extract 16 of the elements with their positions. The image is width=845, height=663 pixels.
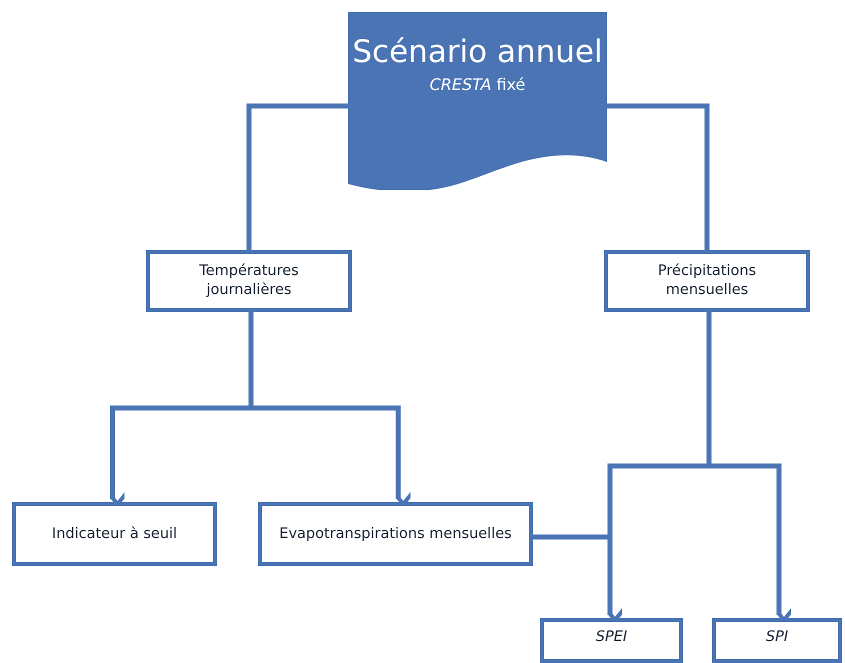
process-box: [712, 618, 842, 663]
node-label: SPI: [766, 628, 788, 647]
connector-line: [607, 104, 710, 250]
process-box: [540, 618, 683, 663]
node-label: Précipitations mensuelles: [656, 262, 758, 300]
node-label: Evapotranspirations mensuelles: [279, 524, 512, 544]
subtitle-text: CRESTA fixé: [430, 75, 526, 94]
process-box: [258, 502, 533, 566]
node-label: Indicateur à seuil: [52, 524, 178, 544]
process-box: [604, 250, 810, 312]
process-box: [12, 502, 217, 566]
connector-line: [246, 104, 348, 250]
process-box: [146, 250, 352, 312]
node-label: SPEI: [596, 628, 628, 647]
title-text: Scénario annuel: [352, 34, 603, 72]
node-label: Températures journalières: [198, 262, 300, 300]
